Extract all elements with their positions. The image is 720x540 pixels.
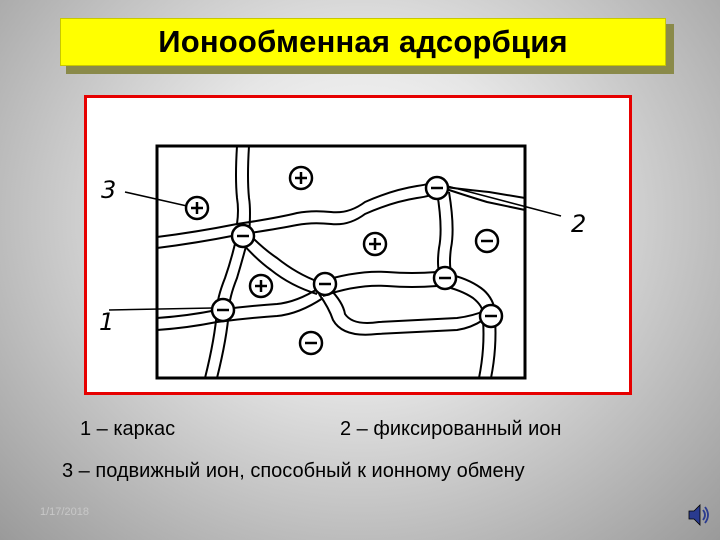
strand-bottom-b xyxy=(157,298,323,330)
strand-lower-right-b xyxy=(443,286,483,314)
slide-date: 1/17/2018 xyxy=(40,506,89,518)
strand-loop-a xyxy=(319,294,483,335)
leader-2 xyxy=(447,186,561,216)
free-plus-ion xyxy=(186,197,208,219)
free-plus-ion xyxy=(364,233,386,255)
free-plus-ion xyxy=(250,275,272,297)
fixed-ions xyxy=(212,177,502,327)
strand-right-vert-a xyxy=(437,192,441,272)
strand-center-b xyxy=(323,286,437,296)
fixed-ion xyxy=(212,299,234,321)
ion-exchange-diagram: 3 2 1 xyxy=(87,98,629,392)
strand-right-vert-b xyxy=(449,192,453,272)
callout-1: 1 xyxy=(99,308,114,336)
callout-2: 2 xyxy=(571,210,586,238)
fixed-ion xyxy=(314,273,336,295)
strand-left-vert-a xyxy=(236,146,238,224)
free-ions xyxy=(186,167,498,354)
leader-1 xyxy=(109,308,213,310)
figure-frame: 3 2 1 xyxy=(84,95,632,395)
legend-item-1: 1 – каркас xyxy=(80,418,175,441)
free-minus-ion xyxy=(476,230,498,252)
strand-bottom-a xyxy=(157,288,319,318)
legend-item-3: 3 – подвижный ион, способный к ионному о… xyxy=(62,460,525,483)
strand-right-drop-b xyxy=(479,320,484,378)
callout-3: 3 xyxy=(101,176,116,204)
fixed-ion xyxy=(232,225,254,247)
free-minus-ion xyxy=(300,332,322,354)
legend-item-2: 2 – фиксированный ион xyxy=(340,418,561,441)
title-banner: Ионообменная адсорбция xyxy=(60,18,666,66)
fixed-ion xyxy=(426,177,448,199)
fixed-ion xyxy=(480,305,502,327)
free-plus-ion xyxy=(290,167,312,189)
strand-mid-a xyxy=(245,230,319,282)
speaker-icon[interactable] xyxy=(686,502,712,528)
fixed-ion xyxy=(434,267,456,289)
slide-title: Ионообменная адсорбция xyxy=(158,24,568,60)
